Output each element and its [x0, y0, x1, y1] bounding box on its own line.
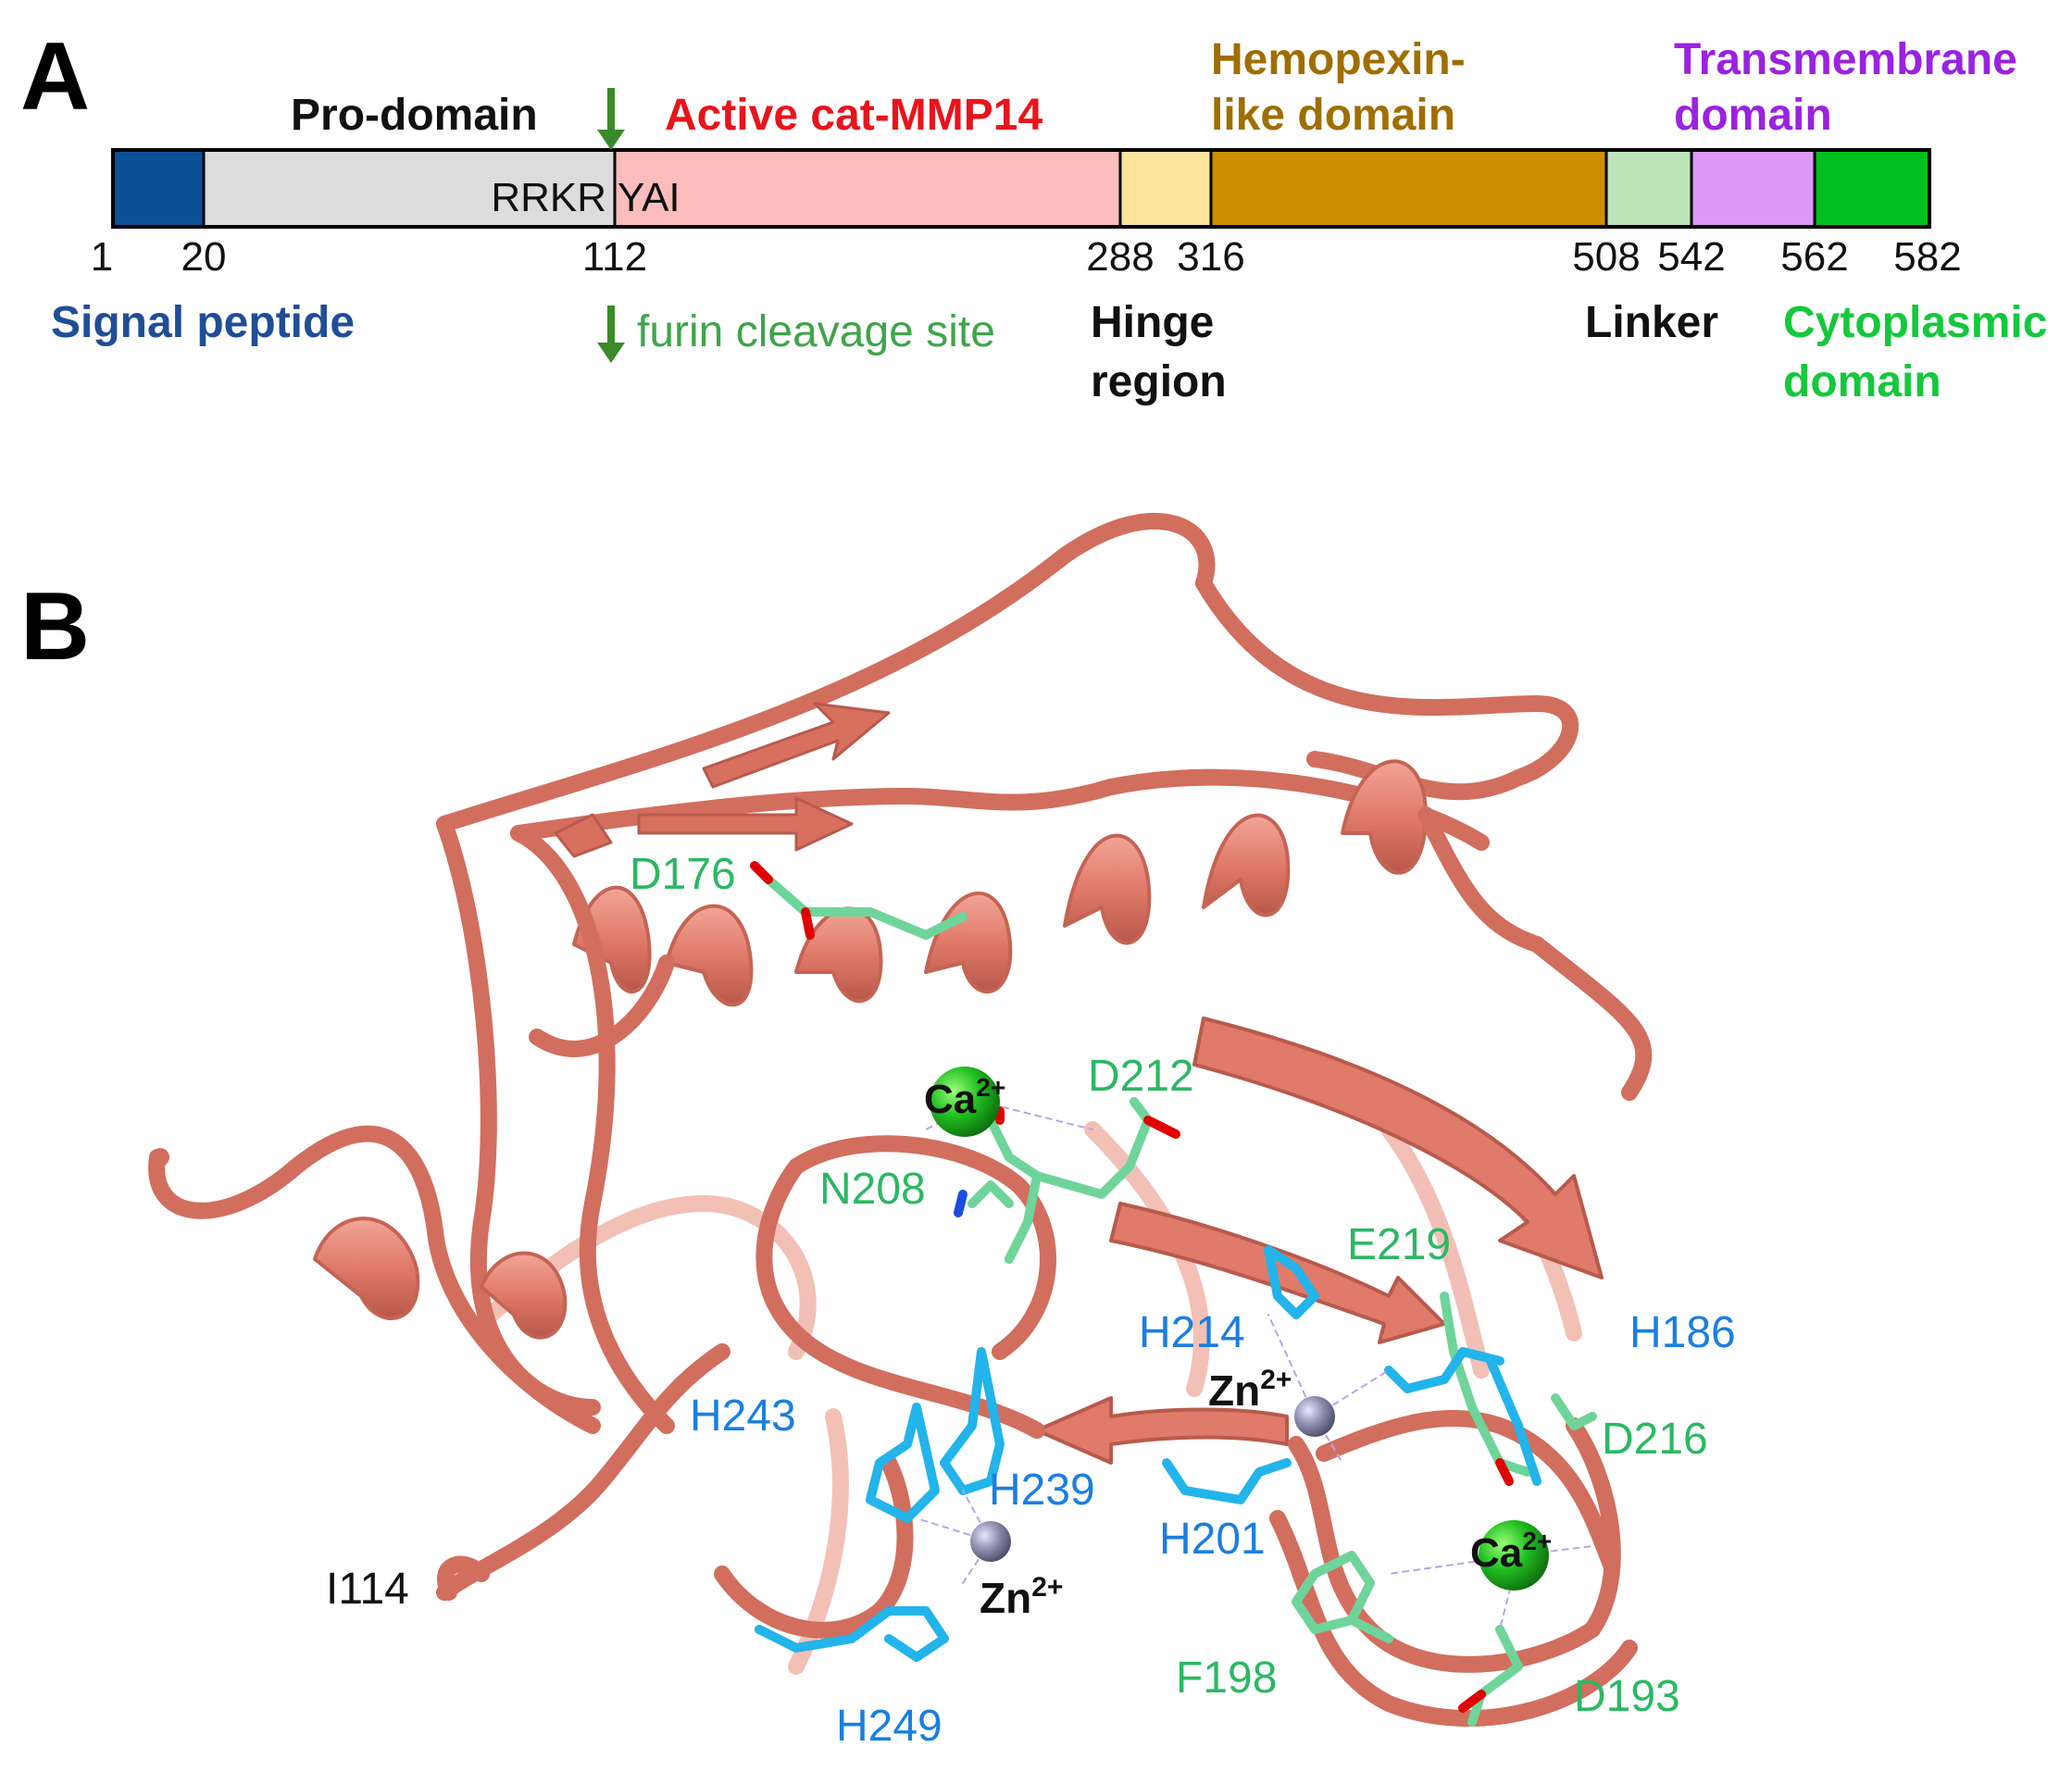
- zinc-ion-bottom: [970, 1521, 1011, 1562]
- residue-label-n208: N208: [819, 1165, 926, 1214]
- residue-label-i114: I114: [326, 1565, 409, 1614]
- position-label-112: 112: [582, 234, 647, 280]
- central-loops: [714, 1135, 1638, 1728]
- residue-label-h249: H249: [836, 1702, 942, 1751]
- n-terminus-tail: [437, 1555, 490, 1601]
- label-hemopexin-line2: like domain: [1211, 91, 1455, 140]
- domain-bar-outline: [111, 148, 1931, 229]
- position-label-508: 508: [1572, 234, 1640, 280]
- residue-sticks: [750, 861, 1597, 1727]
- top-loop: [436, 513, 1579, 851]
- residue-label-d212: D212: [1088, 1052, 1194, 1101]
- left-loops: [148, 816, 730, 1601]
- label-hinge-line1: Hinge: [1091, 298, 1214, 347]
- label-hinge-line2: region: [1091, 357, 1227, 406]
- ion-label-zn-right: Zn2+: [1208, 1365, 1292, 1415]
- sequence-right: YAI: [618, 175, 680, 220]
- zinc-ion-right: [1294, 1396, 1335, 1437]
- beta-arrow-large: [1192, 1017, 1604, 1279]
- domain-bar: [111, 148, 1931, 229]
- residue-label-d216: D216: [1602, 1415, 1708, 1464]
- label-linker: Linker: [1585, 298, 1718, 347]
- stick-n208-d212: [954, 1097, 1180, 1264]
- label-furin-cleavage: furin cleavage site: [637, 307, 995, 356]
- stick-d176: [750, 861, 967, 940]
- label-hemopexin-line1: Hemopexin-: [1211, 35, 1466, 84]
- position-label-316: 316: [1177, 234, 1244, 280]
- domain-segment-pro: [202, 148, 617, 229]
- position-label-288: 288: [1086, 234, 1154, 280]
- position-label-542: 542: [1657, 234, 1725, 280]
- residue-label-h214: H214: [1139, 1308, 1245, 1357]
- residue-label-h201: H201: [1159, 1515, 1266, 1564]
- position-label-582: 582: [1893, 234, 1961, 280]
- n-terminus-cap: [151, 1148, 169, 1167]
- position-label-1: 1: [91, 234, 113, 280]
- domain-segment-signal: [111, 148, 206, 229]
- furin-legend-arrow-icon: [597, 306, 625, 363]
- ion-label-ca-right: Ca2+: [1470, 1527, 1552, 1576]
- position-labels: 1 20 112 288 316 508 542 562 582: [91, 234, 1962, 280]
- protein-ribbon-structure: [148, 513, 1653, 1728]
- residue-label-d193: D193: [1574, 1672, 1680, 1721]
- position-label-562: 562: [1780, 234, 1848, 280]
- label-signal-peptide: Signal peptide: [51, 298, 355, 347]
- domain-segment-active: [613, 148, 1122, 229]
- sequence-left: RRKR: [491, 175, 606, 220]
- position-label-20: 20: [181, 234, 227, 280]
- stick-e219-d216: [1440, 1292, 1597, 1486]
- residue-label-f198: F198: [1176, 1653, 1277, 1703]
- label-active-domain: Active cat-MMP14: [665, 91, 1042, 140]
- ion-label-zn-bottom: Zn2+: [980, 1572, 1063, 1622]
- left-helix: [313, 1217, 568, 1340]
- label-transmembrane-line2: domain: [1674, 91, 1832, 140]
- panel-a: A RRKR YAI 1 20 112 288 316 508 542 562 582 Pro-…: [20, 23, 2047, 406]
- panel-a-letter: A: [20, 23, 90, 131]
- domain-segment-cytoplasmic: [1813, 148, 1931, 229]
- domain-segment-linker: [1604, 148, 1693, 229]
- beta-arrow-lower: [1035, 1396, 1289, 1465]
- domain-segment-transmembrane: [1690, 148, 1816, 229]
- label-transmembrane-line1: Transmembrane: [1674, 35, 2017, 84]
- calcium-ion-right: [1479, 1520, 1549, 1591]
- residue-label-h186: H186: [1629, 1308, 1736, 1357]
- furin-arrow-icon: [597, 88, 625, 150]
- panel-b-letter: B: [20, 573, 90, 680]
- panel-b: B: [20, 513, 1736, 1751]
- domain-segment-hinge: [1118, 148, 1213, 229]
- helix-connector: [529, 806, 1653, 1101]
- calcium-ion-top: [930, 1067, 1000, 1137]
- residue-label-d176: D176: [630, 850, 736, 899]
- ion-label-ca-top: Ca2+: [924, 1073, 1005, 1122]
- residue-label-h243: H243: [690, 1391, 796, 1441]
- label-cytoplasmic-line1: Cytoplasmic: [1783, 298, 2047, 347]
- label-cytoplasmic-line2: domain: [1783, 357, 1941, 406]
- residue-label-e219: E219: [1347, 1220, 1451, 1269]
- residue-label-h239: H239: [989, 1466, 1095, 1515]
- beta-arrows-top: [554, 702, 891, 858]
- label-pro-domain: Pro-domain: [291, 91, 538, 140]
- domain-segment-hemopexin: [1209, 148, 1608, 229]
- stick-f198-d193: [1292, 1551, 1523, 1727]
